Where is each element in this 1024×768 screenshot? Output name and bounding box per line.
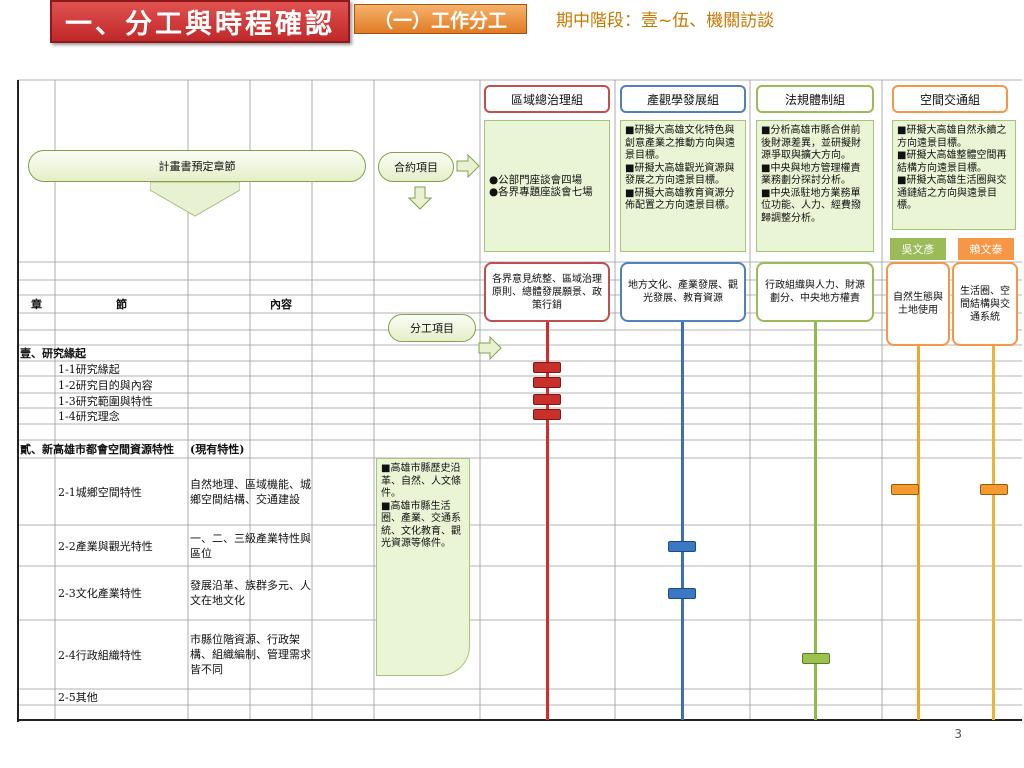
group-tasks-box: ■研擬大高雄自然永續之方向遠景目標。 ■研擬大高雄整體空間再結構方向遠景目標。 …	[892, 120, 1016, 230]
plan-chapter-label: 計畫書預定章節	[28, 150, 366, 182]
table-row: 1-4研究理念	[58, 410, 120, 423]
task-bar	[980, 484, 1008, 495]
task-bar	[668, 588, 696, 599]
task-bar	[533, 362, 561, 373]
table-row-extra: (現有特性)	[190, 443, 245, 456]
person-tag: 吳文彥	[890, 238, 946, 260]
table-row: 2-2產業與觀光特性	[58, 539, 153, 553]
group-tasks-box: ■分析高雄市縣合併前後財源差異，並研擬財源爭取與擴大方向。 ■中央與地方管理權責…	[756, 120, 874, 252]
phase-text: 期中階段：壹~伍、機關訪談	[556, 11, 775, 31]
task-bar	[802, 653, 830, 664]
group-regional-governance: 區域總治理組	[484, 85, 610, 113]
contract-item-label: 合約項目	[378, 152, 454, 182]
right-arrow-icon	[478, 336, 502, 360]
down-arrow-icon	[150, 182, 240, 217]
page-number: 3	[954, 727, 962, 741]
group-result-box: 各界意見統整、區域治理原則、總體發展願景、政策行銷	[484, 262, 610, 322]
slide-title: 一、分工與時程確認	[50, 0, 350, 43]
table-row: 1-3研究範圍與特性	[58, 394, 153, 408]
group-tasks-box: ●公部門座談會四場 ●各界專題座談會七場	[484, 120, 610, 252]
timeline-line	[992, 346, 995, 720]
group-industry-tourism: 產觀學發展組	[620, 85, 746, 113]
right-arrow-icon	[456, 154, 480, 178]
group-tasks-box: ■研擬大高雄文化特色與創意產業之推動方向與遠景目標。 ■研擬大高雄觀光資源與發展…	[620, 120, 746, 252]
sub-result-box: 生活圈、空間結構與交通系統	[952, 262, 1018, 346]
task-bar	[891, 484, 919, 495]
timeline-line	[681, 322, 684, 720]
table-row-content: 一、二、三級產業特性與區位	[190, 531, 311, 560]
table-row-content: 發展沿革、族群多元、人文在地文化	[190, 579, 311, 607]
table-row-content: 市縣位階資源、行政架構、組織編制、管理需求皆不同	[190, 633, 311, 676]
slide-subtitle: （一）工作分工	[354, 4, 527, 34]
timeline-line	[917, 346, 920, 720]
group-result-box: 地方文化、產業發展、觀光發展、教育資源	[620, 262, 746, 322]
table-row: 1-2研究目的與內容	[58, 378, 153, 392]
down-arrow-icon	[408, 186, 432, 210]
contract-note-box: ■高雄市縣歷史沿革、自然、人文條件。 ■高雄市縣生活圈、產業、交通系統、文化教育…	[376, 458, 470, 676]
table-row: 2-5其他	[58, 691, 98, 704]
timeline-line	[814, 322, 817, 720]
table-row: 1-1研究緣起	[58, 362, 120, 376]
person-tag: 賴文泰	[958, 238, 1014, 260]
table-row: 2-3文化產業特性	[58, 587, 142, 600]
col-content: 內容	[270, 298, 292, 311]
group-spatial-transport: 空間交通組	[892, 85, 1008, 113]
table-row: 2-4行政組織特性	[58, 648, 142, 662]
task-bar	[533, 409, 561, 420]
table-row: 貳、新高雄市都會空間資源特性	[20, 443, 174, 456]
table-row: 2-1城鄉空間特性	[58, 485, 142, 499]
task-bar	[668, 541, 696, 552]
timeline-line	[546, 322, 549, 720]
task-bar	[533, 377, 561, 388]
group-result-box: 行政組織與人力、財源劃分、中央地方權責	[756, 262, 874, 322]
table-row-content: 自然地理、區域機能、城鄉空間結構、交通建設	[190, 477, 311, 506]
sub-result-box: 自然生態與土地使用	[886, 262, 950, 346]
task-bar	[533, 394, 561, 405]
group-legal-system: 法規體制組	[756, 85, 874, 113]
table-row: 壹、研究緣起	[20, 347, 86, 360]
col-section: 節	[116, 298, 127, 311]
division-item-label: 分工項目	[388, 314, 476, 342]
col-chapter: 章	[31, 298, 42, 311]
